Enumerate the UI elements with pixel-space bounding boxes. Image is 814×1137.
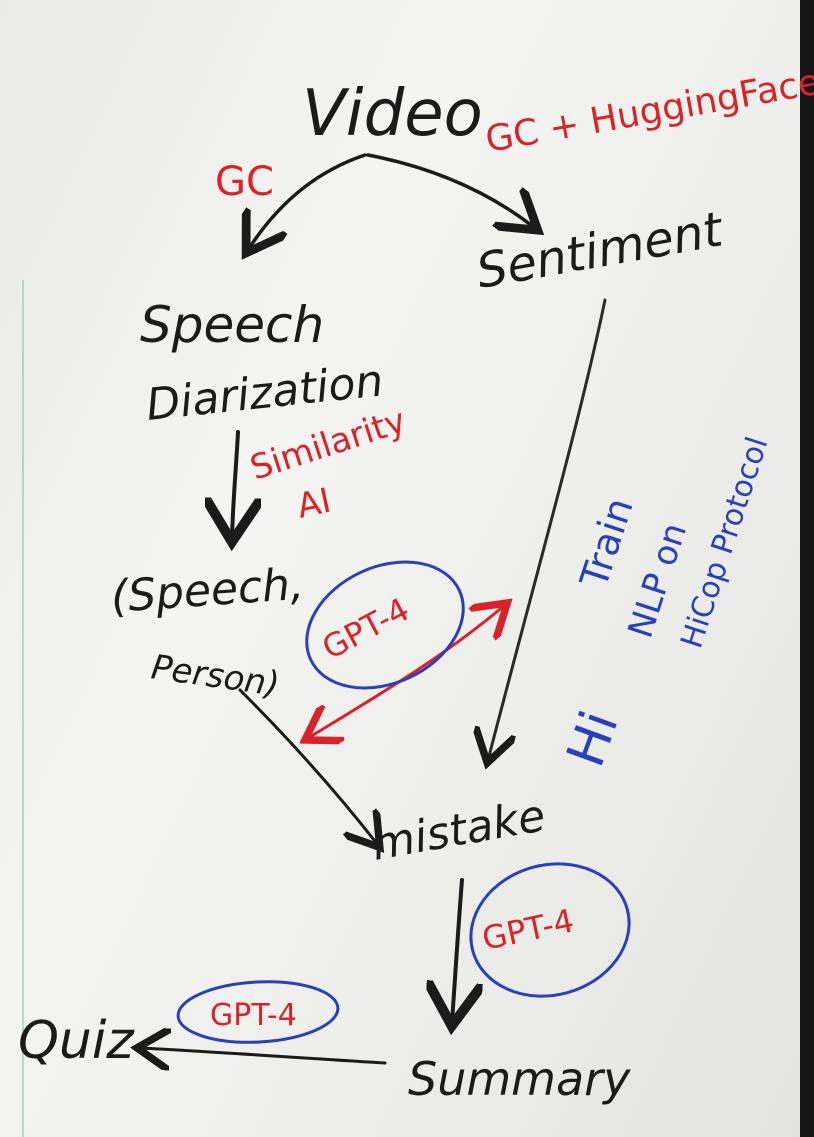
arrow-video-to-sentiment (366, 153, 535, 228)
arrow-video-to-diarization (248, 153, 367, 250)
label-gpt4-bottom: GPT-4 (210, 998, 297, 1033)
label-hicop: Hi (556, 704, 631, 775)
node-summary: Summary (408, 1052, 631, 1106)
node-video: Video (302, 77, 483, 151)
label-similarity-line2: AI (294, 481, 335, 527)
label-gpt4-right: GPT-4 (479, 901, 577, 957)
label-gpt4-middle: GPT-4 (316, 590, 416, 667)
arrow-speech-person-to-mistake (238, 688, 378, 845)
node-speech-diarization-line1: Speech (140, 296, 324, 354)
node-speech-person-line1: (Speech, (109, 559, 305, 623)
label-gc-huggingface: GC + HuggingFace (482, 62, 814, 161)
node-sentiment: Sentiment (472, 201, 728, 300)
whiteboard-tray (0, 280, 24, 1137)
gpt4-circle-middle (305, 560, 465, 690)
node-quiz: Quiz (18, 1011, 135, 1071)
label-train-line1: Train (571, 492, 641, 593)
arrow-mistake-to-summary (452, 878, 462, 1022)
arrow-summary-to-quiz (140, 1048, 387, 1063)
gpt4-circle-bottom (176, 980, 340, 1044)
whiteboard-frame-edge (800, 0, 814, 1137)
gpt4-circle-right (469, 862, 631, 998)
node-speech-person-line2: Person) (149, 647, 282, 705)
arrow-diarization-to-speech-person (232, 430, 238, 538)
node-mistake: mistake (368, 790, 549, 871)
label-gc: GC (215, 159, 274, 205)
